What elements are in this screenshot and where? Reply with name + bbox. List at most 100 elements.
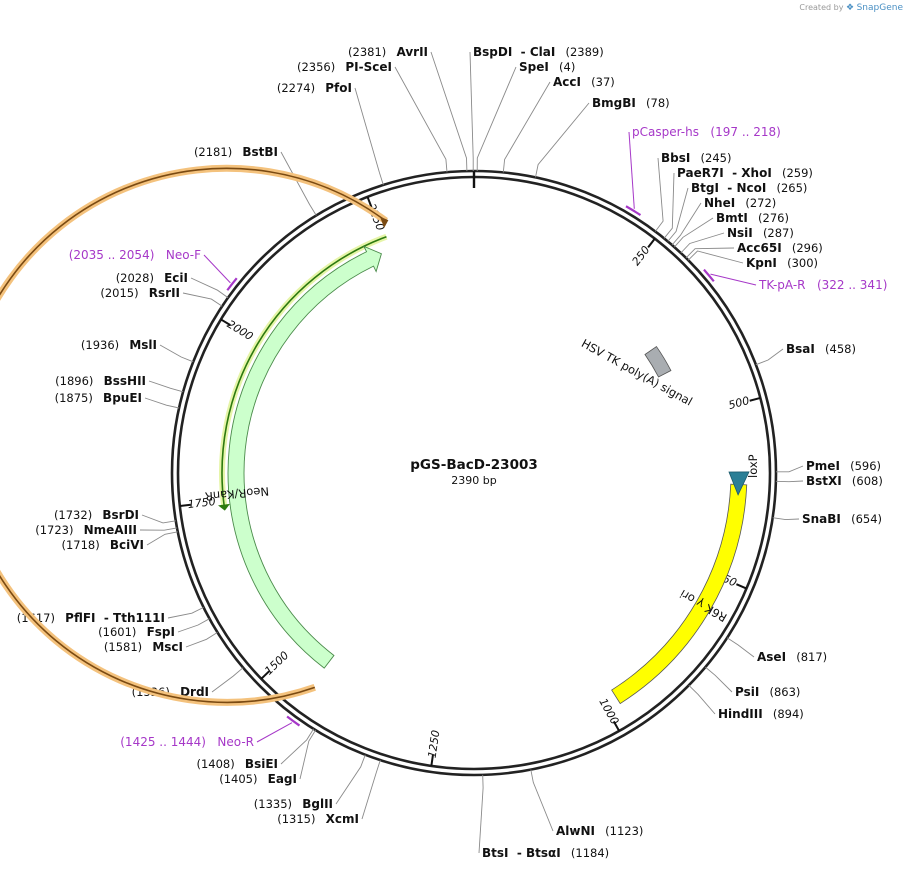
site-avrii[interactable]: (2381) AvrII (348, 41, 428, 60)
primer-range: (322 .. 341) (817, 278, 887, 292)
site-leader (139, 527, 178, 531)
cut-position: (1315) (277, 812, 315, 826)
site-bglii[interactable]: (1335) BglII (254, 793, 333, 812)
site-bsrdi[interactable]: (1732) BsrDI (54, 504, 139, 523)
site-leader (755, 348, 784, 366)
site-bspdi-clai[interactable]: BspDI - ClaI (2389) (473, 41, 604, 60)
primer-bind-site (226, 277, 238, 291)
site-leader (687, 250, 744, 264)
enzyme-name: FspI (147, 625, 175, 639)
enzyme-name: BstXI (806, 474, 842, 488)
site-label: AccI (37) (553, 71, 615, 90)
enzyme-name: AseI (757, 650, 786, 664)
site-xcmi[interactable]: (1315) XcmI (277, 808, 359, 827)
site-label: BspDI - ClaI (2389) (473, 41, 604, 60)
primer-tk-pa-r[interactable]: TK-pA-R (322 .. 341) (703, 268, 887, 292)
feature-loxp[interactable]: loxP (728, 454, 760, 496)
site-leader (299, 729, 316, 780)
site-ecii[interactable]: (2028) EciI (116, 267, 188, 286)
site-label: PaeR7I - XhoI (259) (677, 162, 813, 181)
tick-mark (749, 396, 761, 402)
cut-position: (654) (851, 512, 882, 526)
feature-neor-kanr[interactable]: NeoR/KanR (0, 164, 389, 706)
site-label: AseI (817) (757, 646, 827, 665)
cut-position: (245) (701, 151, 732, 165)
cut-position: (1601) (98, 625, 136, 639)
enzyme-name: BciVI (110, 538, 144, 552)
site-bstbi[interactable]: (2181) BstBI (194, 141, 278, 160)
site-label: (1335) BglII (254, 793, 333, 812)
site-label: BstXI (608) (806, 470, 883, 489)
site-fspi[interactable]: (1601) FspI (98, 621, 175, 640)
site-alwni[interactable]: AlwNI (1123) (556, 820, 643, 839)
site-msli[interactable]: (1936) MslI (81, 334, 157, 353)
site-paer7i-xhoi[interactable]: PaeR7I - XhoI (259) (677, 162, 813, 181)
site-bbsi[interactable]: BbsI (245) (661, 147, 731, 166)
primer-label: TK-pA-R (322 .. 341) (758, 278, 887, 292)
site-bsai[interactable]: BsaI (458) (786, 338, 856, 357)
site-rsrii[interactable]: (2015) RsrII (100, 282, 180, 301)
site-kpni[interactable]: KpnI (300) (746, 252, 818, 271)
cut-position: (4) (559, 60, 575, 74)
site-leader (354, 87, 384, 186)
site-leader (394, 66, 448, 173)
enzyme-name: EciI (164, 271, 188, 285)
site-bsshii[interactable]: (1896) BssHII (55, 370, 146, 389)
primer-neo-f[interactable]: (2035 .. 2054) Neo-F (69, 248, 238, 291)
site-label: BmgBI (78) (592, 92, 670, 111)
primer-name: TK-pA-R (758, 278, 806, 292)
site-snabi[interactable]: SnaBI (654) (802, 508, 882, 527)
feature-r6k-ori[interactable]: R6K γ ori (611, 483, 748, 705)
enzyme-name: EagI (268, 772, 297, 786)
site-bmti[interactable]: BmtI (276) (716, 207, 789, 226)
site-leader (335, 754, 366, 805)
site-leader (190, 277, 229, 299)
plasmid-length: 2390 bp (451, 474, 496, 487)
site-nhei[interactable]: NheI (272) (704, 192, 776, 211)
site-nsii[interactable]: NsiI (287) (727, 222, 794, 241)
site-bsiei[interactable]: (1408) BsiEI (197, 753, 279, 772)
primer-neo-r[interactable]: (1425 .. 1444) Neo-R (120, 715, 301, 749)
primer-pcasper-hs[interactable]: pCasper-hs (197 .. 218) (625, 125, 781, 216)
site-label: NsiI (287) (727, 222, 794, 241)
site-pi-scei[interactable]: (2356) PI-SceI (297, 56, 392, 75)
primer-name: pCasper-hs (632, 125, 699, 139)
site-leader (667, 187, 689, 242)
site-bcivi[interactable]: (1718) BciVI (61, 534, 144, 553)
site-psii[interactable]: PsiI (863) (735, 681, 800, 700)
site-leader (476, 66, 517, 172)
site-leader (663, 172, 675, 239)
enzyme-name: RsrII (149, 286, 180, 300)
site-btsi-bts-i[interactable]: BtsI - BtsαI (1184) (482, 842, 609, 861)
enzyme-name: XcmI (326, 812, 359, 826)
site-pmei[interactable]: PmeI (596) (806, 455, 881, 474)
primer-name: Neo-F (166, 248, 201, 262)
site-leader (361, 759, 381, 820)
site-pfoi[interactable]: (2274) PfoI (277, 77, 352, 96)
hsv-tk-polya-label: HSV TK poly(A) signal (579, 336, 695, 408)
site-hindiii[interactable]: HindIII (894) (718, 703, 804, 722)
cut-position: (1408) (197, 757, 235, 771)
site-msci[interactable]: (1581) MscI (104, 636, 183, 655)
site-label: (1718) BciVI (61, 534, 144, 553)
site-asei[interactable]: AseI (817) (757, 646, 827, 665)
site-bmgbi[interactable]: BmgBI (78) (592, 92, 670, 111)
site-btgi-ncoi[interactable]: BtgI - NcoI (265) (691, 177, 807, 196)
enzyme-name: BmtI (716, 211, 748, 225)
site-eagi[interactable]: (1405) EagI (219, 768, 297, 787)
site-nmeaiii[interactable]: (1723) NmeAIII (35, 519, 137, 538)
site-leader (502, 81, 551, 173)
cut-position: (1896) (55, 374, 93, 388)
site-bstxi[interactable]: BstXI (608) (806, 470, 883, 489)
site-spei[interactable]: SpeI (4) (519, 56, 575, 75)
primer-leader (628, 131, 635, 209)
feature-hsv-tk-polya[interactable]: HSV TK poly(A) signal (579, 336, 695, 408)
tick-mark (179, 503, 191, 507)
site-acci[interactable]: AccI (37) (553, 71, 615, 90)
site-acc65i[interactable]: Acc65I (296) (737, 237, 823, 256)
site-leader (146, 531, 178, 546)
site-bpuei[interactable]: (1875) BpuEI (55, 387, 142, 406)
